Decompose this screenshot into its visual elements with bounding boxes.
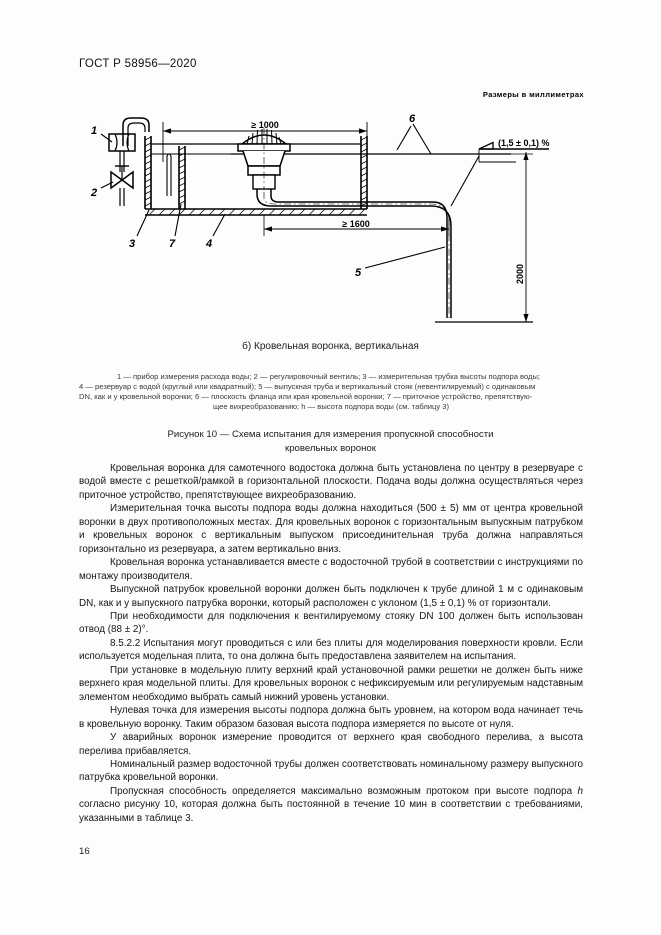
svg-text:7: 7 — [169, 238, 176, 250]
legend-line-4: щее вихреобразованию; h — высота подпора… — [212, 402, 450, 412]
figure-legend: 1 — прибор измерения расхода воды; 2 — р… — [79, 372, 583, 412]
paragraph-11: Пропускная способность определяется макс… — [79, 785, 583, 825]
svg-text:2: 2 — [90, 187, 97, 199]
figure-title-line-1: Рисунок 10 — Схема испытания для измерен… — [167, 429, 494, 440]
paragraph-11-part-a: Пропускная способность определяется макс… — [110, 785, 578, 797]
paragraph-5: При необходимости для подключения к вент… — [79, 610, 583, 636]
paragraph-4: Выпускной патрубок кровельной воронки до… — [79, 584, 583, 609]
legend-line-2: 4 — резервуар с водой (круглый или квадр… — [79, 382, 536, 392]
legend-line-3: DN, как и у кровельной воронки; 6 — плос… — [79, 392, 533, 402]
svg-text:5: 5 — [355, 267, 362, 279]
paragraph-8: Нулевая точка для измерения высоты подпо… — [79, 705, 583, 730]
svg-text:(1,5 ± 0,1) %: (1,5 ± 0,1) % — [498, 138, 549, 148]
legend-line-1: 1 — прибор измерения расхода воды; 2 — р… — [117, 372, 541, 381]
svg-text:2000: 2000 — [515, 264, 525, 284]
svg-text:≥ 1000: ≥ 1000 — [251, 120, 278, 130]
figure-10-illustration: Размеры в миллиметрах — [79, 84, 586, 359]
figure-title-line-2: кровельных воронок — [285, 442, 376, 454]
body-text: Кровельная воронка для самотечного водос… — [79, 462, 583, 825]
paragraph-6: 8.5.2.2 Испытания могут проводиться с ил… — [79, 637, 583, 663]
paragraph-9: У аварийных воронок измерение проводится… — [79, 732, 583, 757]
symbol-h: h — [577, 785, 584, 797]
paragraph-3: Кровельная воронка устанавливается вмест… — [79, 557, 583, 582]
paragraph-11-part-b: согласно рисунку 10, которая должна быть… — [79, 799, 583, 824]
standard-header: ГОСТ Р 58956—2020 — [79, 58, 197, 70]
figure-subcaption: б) Кровельная воронка, вертикальная — [242, 341, 419, 352]
svg-text:4: 4 — [205, 238, 212, 250]
paragraph-2: Измерительная точка высоты подпора воды … — [79, 503, 583, 555]
test-rig-schematic-svg: ≥ 1000 ≥ 1600 2000 (1,5 ± 0,1) % 1 2 3 7… — [90, 113, 549, 323]
svg-text:1: 1 — [91, 125, 97, 137]
svg-text:3: 3 — [129, 238, 135, 250]
page-number: 16 — [79, 846, 90, 857]
svg-text:≥ 1600: ≥ 1600 — [342, 219, 369, 229]
svg-text:6: 6 — [409, 113, 416, 125]
paragraph-1: Кровельная воронка для самотечного водос… — [79, 463, 583, 501]
paragraph-7: При установке в модельную плиту верхний … — [79, 664, 583, 703]
figure-title: Рисунок 10 — Схема испытания для измерен… — [0, 428, 661, 456]
paragraph-10: Номинальный размер водосточной трубы дол… — [79, 758, 583, 784]
units-note: Размеры в миллиметрах — [482, 90, 584, 99]
